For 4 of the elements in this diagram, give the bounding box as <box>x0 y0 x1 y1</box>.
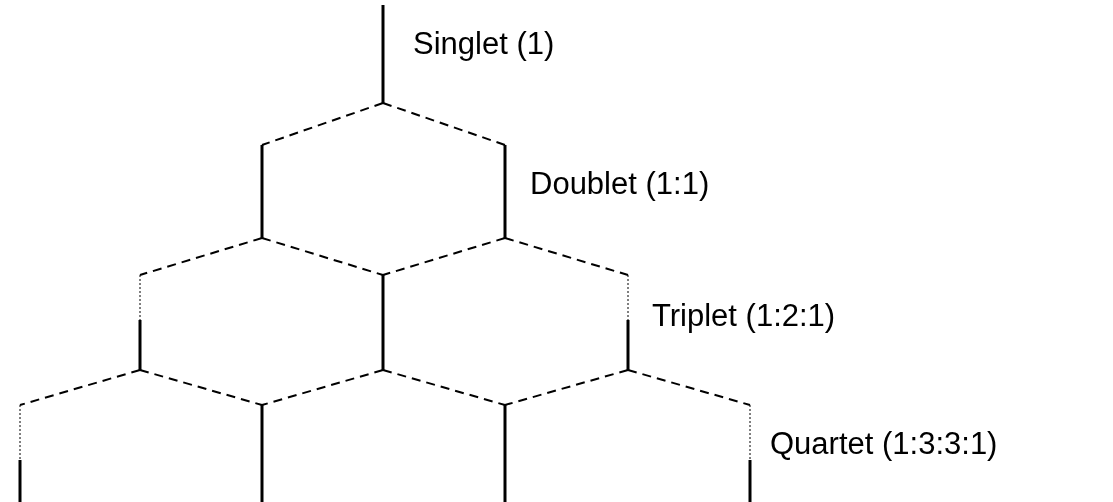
multiplet-label: Doublet (1:1) <box>530 168 710 199</box>
multiplet-label: Quartet (1:3:3:1) <box>770 428 998 459</box>
multiplet-label: Triplet (1:2:1) <box>652 300 836 331</box>
multiplet-label: Singlet (1) <box>413 28 555 59</box>
